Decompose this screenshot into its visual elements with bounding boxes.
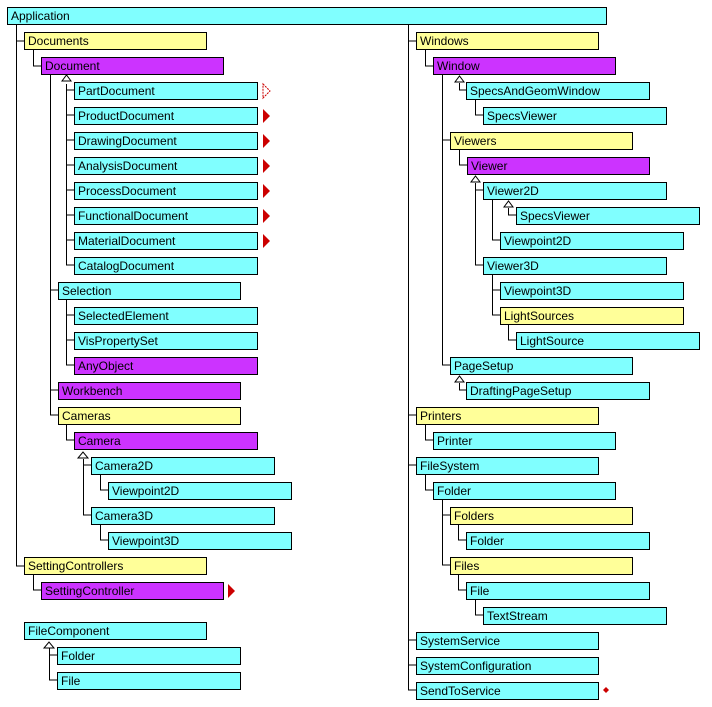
node-file[interactable]: File — [466, 582, 650, 600]
node-viewer2d[interactable]: Viewer2D — [483, 182, 667, 200]
node-drafting-page-setup[interactable]: DraftingPageSetup — [466, 382, 650, 400]
node-camera3d[interactable]: Camera3D — [91, 507, 275, 525]
node-selected-element[interactable]: SelectedElement — [74, 307, 258, 325]
node-documents[interactable]: Documents — [24, 32, 207, 50]
node-printers[interactable]: Printers — [416, 407, 599, 425]
node-process-document[interactable]: ProcessDocument — [74, 182, 258, 200]
node-file-component[interactable]: FileComponent — [24, 622, 207, 640]
node-functional-document[interactable]: FunctionalDocument — [74, 207, 258, 225]
node-camera[interactable]: Camera — [74, 432, 258, 450]
node-viewer2d-viewpoint2d[interactable]: Viewpoint2D — [500, 232, 684, 250]
node-folder[interactable]: Folder — [433, 482, 616, 500]
node-any-object[interactable]: AnyObject — [74, 357, 258, 375]
node-light-sources[interactable]: LightSources — [500, 307, 684, 325]
node-material-document[interactable]: MaterialDocument — [74, 232, 258, 250]
node-send-to-service[interactable]: SendToService — [416, 682, 599, 700]
node-light-source[interactable]: LightSource — [516, 332, 700, 350]
node-system-configuration[interactable]: SystemConfiguration — [416, 657, 599, 675]
node-folders-folder[interactable]: Folder — [466, 532, 650, 550]
node-folders[interactable]: Folders — [450, 507, 633, 525]
node-file-component-file[interactable]: File — [57, 672, 241, 690]
node-part-document[interactable]: PartDocument — [74, 82, 258, 100]
node-text-stream[interactable]: TextStream — [483, 607, 667, 625]
node-camera2d[interactable]: Camera2D — [91, 457, 275, 475]
node-product-document[interactable]: ProductDocument — [74, 107, 258, 125]
node-vis-property-set[interactable]: VisPropertySet — [74, 332, 258, 350]
node-windows[interactable]: Windows — [416, 32, 599, 50]
node-workbench[interactable]: Workbench — [58, 382, 241, 400]
node-specs-and-geom-window[interactable]: SpecsAndGeomWindow — [466, 82, 650, 100]
node-system-service[interactable]: SystemService — [416, 632, 599, 650]
node-application[interactable]: Application — [7, 7, 607, 25]
node-drawing-document[interactable]: DrawingDocument — [74, 132, 258, 150]
node-selection[interactable]: Selection — [58, 282, 241, 300]
node-file-system[interactable]: FileSystem — [416, 457, 599, 475]
node-document[interactable]: Document — [41, 57, 224, 75]
node-printer[interactable]: Printer — [433, 432, 616, 450]
node-viewer[interactable]: Viewer — [467, 157, 650, 175]
node-specs-viewer-window[interactable]: SpecsViewer — [483, 107, 667, 125]
node-cameras[interactable]: Cameras — [58, 407, 241, 425]
node-viewer3d-viewpoint3d[interactable]: Viewpoint3D — [500, 282, 684, 300]
node-window[interactable]: Window — [433, 57, 616, 75]
node-setting-controllers[interactable]: SettingControllers — [24, 557, 207, 575]
node-catalog-document[interactable]: CatalogDocument — [74, 257, 258, 275]
node-camera2d-viewpoint2d[interactable]: Viewpoint2D — [108, 482, 292, 500]
node-viewer3d[interactable]: Viewer3D — [483, 257, 667, 275]
node-specs-viewer-viewer2d[interactable]: SpecsViewer — [516, 207, 700, 225]
node-setting-controller[interactable]: SettingController — [41, 582, 224, 600]
node-page-setup[interactable]: PageSetup — [450, 357, 633, 375]
node-files[interactable]: Files — [450, 557, 633, 575]
node-file-component-folder[interactable]: Folder — [57, 647, 241, 665]
node-camera3d-viewpoint3d[interactable]: Viewpoint3D — [108, 532, 292, 550]
node-analysis-document[interactable]: AnalysisDocument — [74, 157, 258, 175]
node-viewers[interactable]: Viewers — [450, 132, 633, 150]
